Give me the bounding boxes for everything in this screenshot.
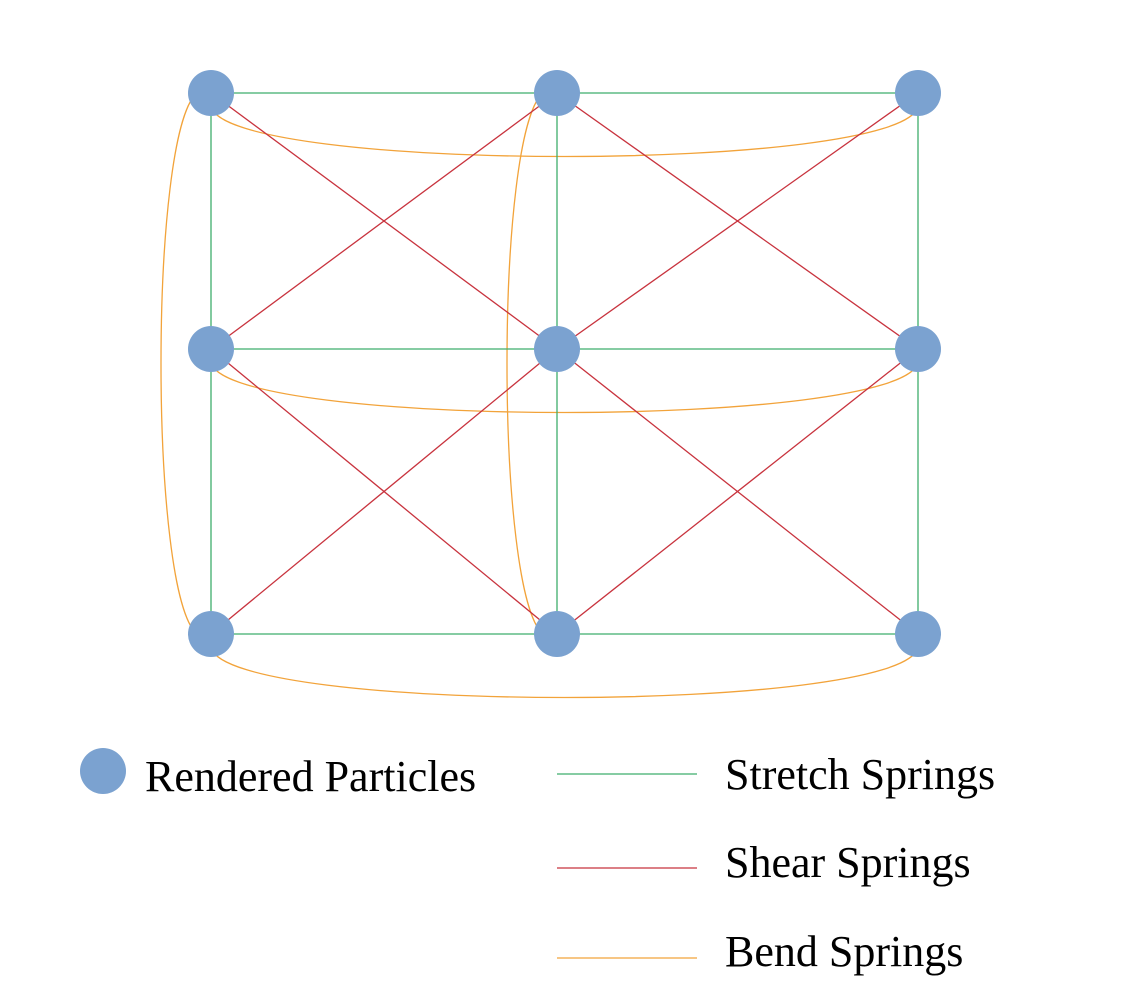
legend-label-shear: Shear Springs — [725, 838, 971, 887]
particle — [895, 326, 941, 372]
bend-spring — [210, 362, 919, 414]
legend-label-stretch: Stretch Springs — [725, 750, 995, 799]
legend-label-bend: Bend Springs — [725, 927, 963, 976]
stretch-springs-group — [210, 92, 919, 635]
particles-group — [188, 70, 941, 657]
legend: Rendered Particles Stretch Springs Shear… — [80, 748, 995, 976]
particle — [895, 611, 941, 657]
bend-springs-group — [160, 92, 919, 699]
particle — [534, 70, 580, 116]
shear-spring — [210, 92, 558, 350]
bend-spring — [160, 92, 198, 635]
legend-label-particles: Rendered Particles — [145, 752, 476, 801]
shear-spring — [210, 348, 558, 635]
shear-spring — [556, 92, 919, 350]
particle — [188, 611, 234, 657]
shear-spring — [556, 348, 919, 635]
particle — [534, 611, 580, 657]
bend-spring — [210, 106, 919, 158]
particle — [534, 326, 580, 372]
particle — [188, 326, 234, 372]
shear-springs-group — [210, 92, 919, 635]
legend-particle-swatch — [80, 748, 126, 794]
bend-spring — [210, 647, 919, 699]
particle — [895, 70, 941, 116]
bend-spring — [506, 92, 544, 635]
particle — [188, 70, 234, 116]
